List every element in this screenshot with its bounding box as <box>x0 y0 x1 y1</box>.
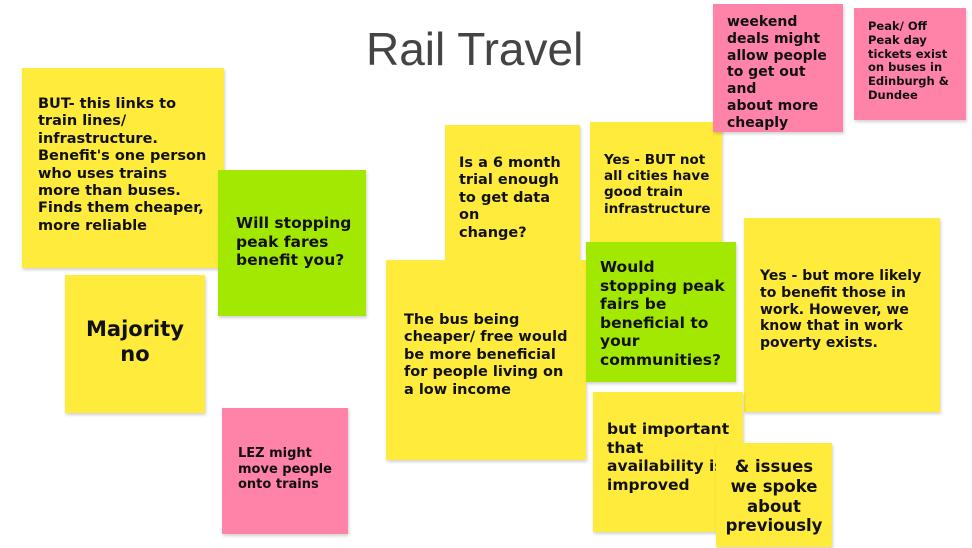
sticky-note-majority-no[interactable]: Majority no <box>65 275 205 413</box>
sticky-note-issues[interactable]: & issues we spoke about previously <box>716 443 832 547</box>
sticky-note-peak-off[interactable]: Peak/ Off Peak day tickets exist on buse… <box>854 8 966 120</box>
sticky-note-lez[interactable]: LEZ might move people onto trains <box>222 408 348 534</box>
sticky-note-weekend[interactable]: weekend deals might allow people to get … <box>713 4 843 132</box>
sticky-note-would-stopping[interactable]: Would stopping peak fairs be beneficial … <box>586 242 736 382</box>
sticky-note-but-links[interactable]: BUT- this links to train lines/ infrastr… <box>22 68 224 268</box>
sticky-note-will-stopping[interactable]: Will stopping peak fares benefit you? <box>218 170 366 316</box>
page-title: Rail Travel <box>366 23 584 75</box>
sticky-note-six-month[interactable]: Is a 6 month trial enough to get data on… <box>445 125 580 269</box>
sticky-note-bus-cheaper[interactable]: The bus being cheaper/ free would be mor… <box>386 260 586 460</box>
sticky-note-yes-more-likely[interactable]: Yes - but more likely to benefit those i… <box>744 218 940 412</box>
sticky-note-yes-but-not[interactable]: Yes - BUT not all cities have good train… <box>590 122 722 250</box>
